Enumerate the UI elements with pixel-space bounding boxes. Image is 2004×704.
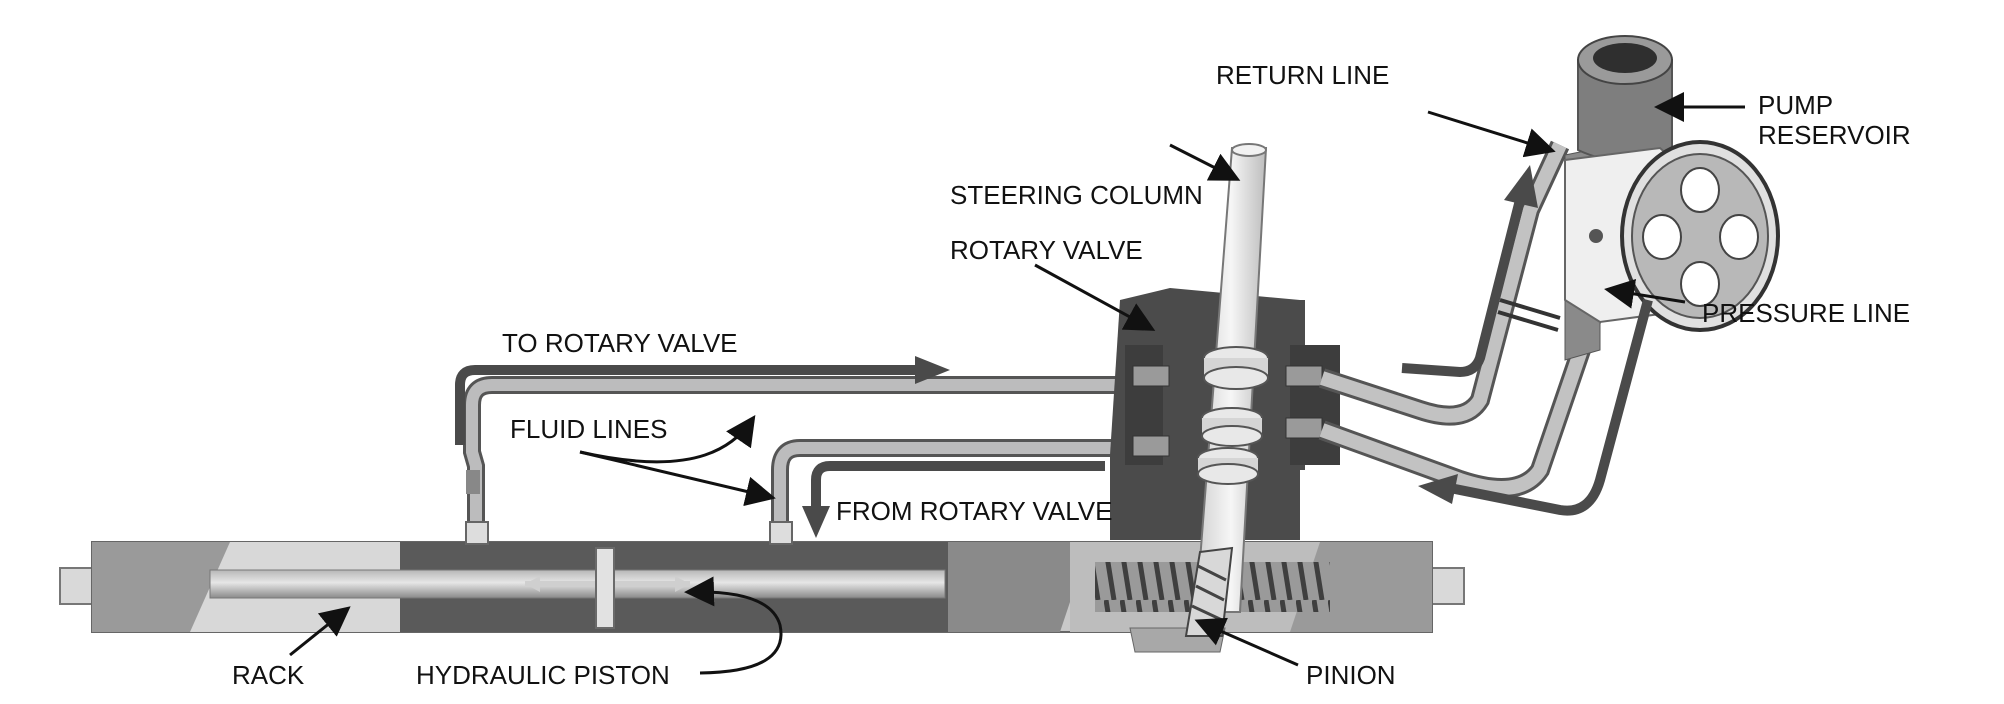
- to-rotary-valve-flow-arrow: [455, 365, 920, 445]
- pressure-flow-arrow: [1449, 298, 1653, 516]
- steering-column-leader: [1169, 143, 1241, 181]
- return-line-label: RETURN LINE: [1216, 60, 1390, 90]
- hydraulic-piston: [595, 547, 615, 629]
- pump-hoses: [1318, 140, 1615, 498]
- fluid-lines-leader-lower: [579, 450, 776, 507]
- rack-label: RACK: [232, 660, 305, 690]
- pump-reservoir: [1564, 35, 1780, 361]
- rotary-valve-leader: [1034, 263, 1156, 331]
- fluid-lines-leader-upper: [579, 415, 756, 464]
- hydraulic-piston-label: HYDRAULIC PISTON: [416, 660, 670, 690]
- pressure-line-leader: [1604, 278, 1686, 309]
- steering-column: [1184, 143, 1269, 637]
- pinion-label: PINION: [1306, 660, 1396, 690]
- pump-reservoir-label: PUMP RESERVOIR: [1758, 90, 1911, 150]
- rack-housing-right-sleeve: [948, 542, 1090, 632]
- fluid-lines-label: FLUID LINES: [510, 414, 668, 444]
- leader-arrows: [289, 92, 1745, 675]
- steering-column-label: STEERING COLUMN: [950, 180, 1203, 210]
- rotary-valve-label: ROTARY VALVE: [950, 235, 1143, 265]
- rack-leader: [289, 606, 351, 657]
- rack-end-cap-right: [1429, 567, 1465, 605]
- fluid-lines: [463, 376, 1135, 545]
- pump-reservoir-label-line2: RESERVOIR: [1758, 120, 1911, 150]
- hydraulic-piston-leader: [684, 576, 783, 675]
- from-rotary-valve-flow-arrow: [811, 461, 1105, 510]
- from-rotary-valve-label: FROM ROTARY VALVE: [836, 496, 1113, 526]
- to-rotary-valve-label: TO ROTARY VALVE: [502, 328, 738, 358]
- rack-end-cap-left: [59, 567, 95, 605]
- flow-arrows: [455, 165, 1653, 538]
- return-flow-arrow: [1401, 198, 1525, 378]
- rack-housing: [59, 541, 1465, 653]
- pinion-leader: [1194, 617, 1299, 667]
- pump-reservoir-label-line1: PUMP: [1758, 90, 1834, 120]
- return-line-leader: [1427, 110, 1556, 158]
- pressure-line-label: PRESSURE LINE: [1702, 298, 1911, 328]
